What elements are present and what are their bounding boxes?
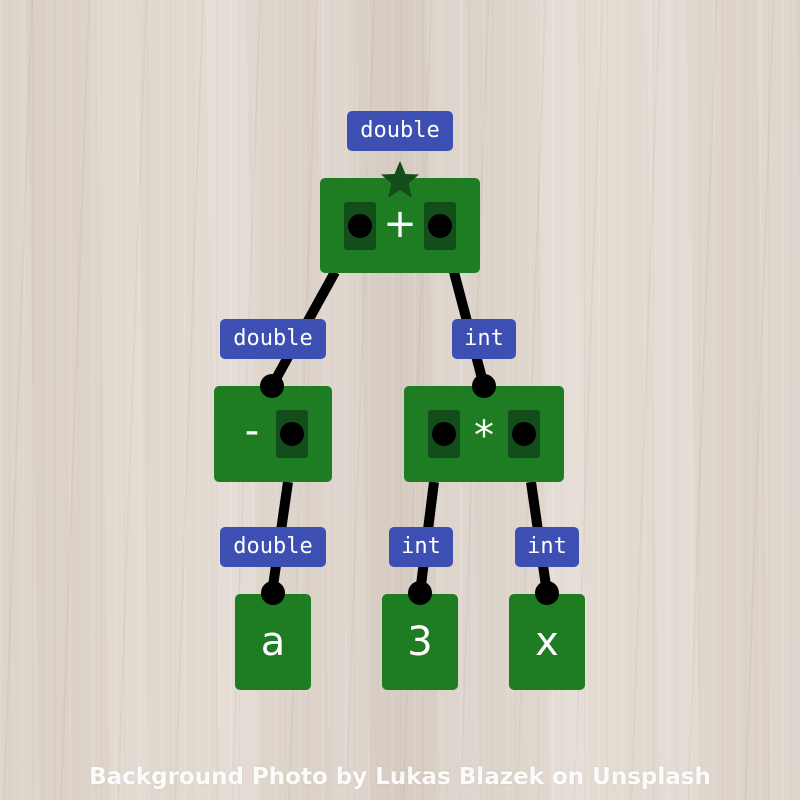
plus-node[interactable]: + xyxy=(320,178,480,273)
minus-type-label: double xyxy=(220,319,326,359)
root-type-label: double xyxy=(347,111,453,151)
leaf-x-value: x xyxy=(535,619,559,665)
slot-dot-icon xyxy=(348,214,372,238)
leaf-3-type-label: int xyxy=(389,527,453,567)
minus-node[interactable]: - xyxy=(214,386,332,482)
leaf-a-node[interactable]: a xyxy=(235,594,311,690)
leaf-a-value: a xyxy=(260,619,286,665)
left-operand-slot[interactable] xyxy=(428,410,460,458)
minus-operator-symbol: - xyxy=(244,408,260,454)
port-dot-icon[interactable] xyxy=(261,581,285,605)
right-operand-slot[interactable] xyxy=(508,410,540,458)
slot-dot-icon xyxy=(280,422,304,446)
right-operand-slot[interactable] xyxy=(424,202,456,250)
leaf-3-value: 3 xyxy=(407,619,433,665)
plus-operator-symbol: + xyxy=(383,201,417,247)
photo-credit: Background Photo by Lukas Blazek on Unsp… xyxy=(89,764,711,790)
times-type-label: int xyxy=(452,319,516,359)
operand-slot[interactable] xyxy=(276,410,308,458)
times-operator-symbol: * xyxy=(474,413,494,459)
port-dot-icon[interactable] xyxy=(408,581,432,605)
port-dot-icon[interactable] xyxy=(260,374,284,398)
leaf-3-node[interactable]: 3 xyxy=(382,594,458,690)
leaf-a-type-label: double xyxy=(220,527,326,567)
star-icon xyxy=(381,161,419,198)
port-dot-icon[interactable] xyxy=(472,374,496,398)
leaf-x-type-label: int xyxy=(515,527,579,567)
slot-dot-icon xyxy=(512,422,536,446)
leaf-x-node[interactable]: x xyxy=(509,594,585,690)
left-operand-slot[interactable] xyxy=(344,202,376,250)
slot-dot-icon xyxy=(428,214,452,238)
slot-dot-icon xyxy=(432,422,456,446)
times-node[interactable]: * xyxy=(404,386,564,482)
port-dot-icon[interactable] xyxy=(535,581,559,605)
